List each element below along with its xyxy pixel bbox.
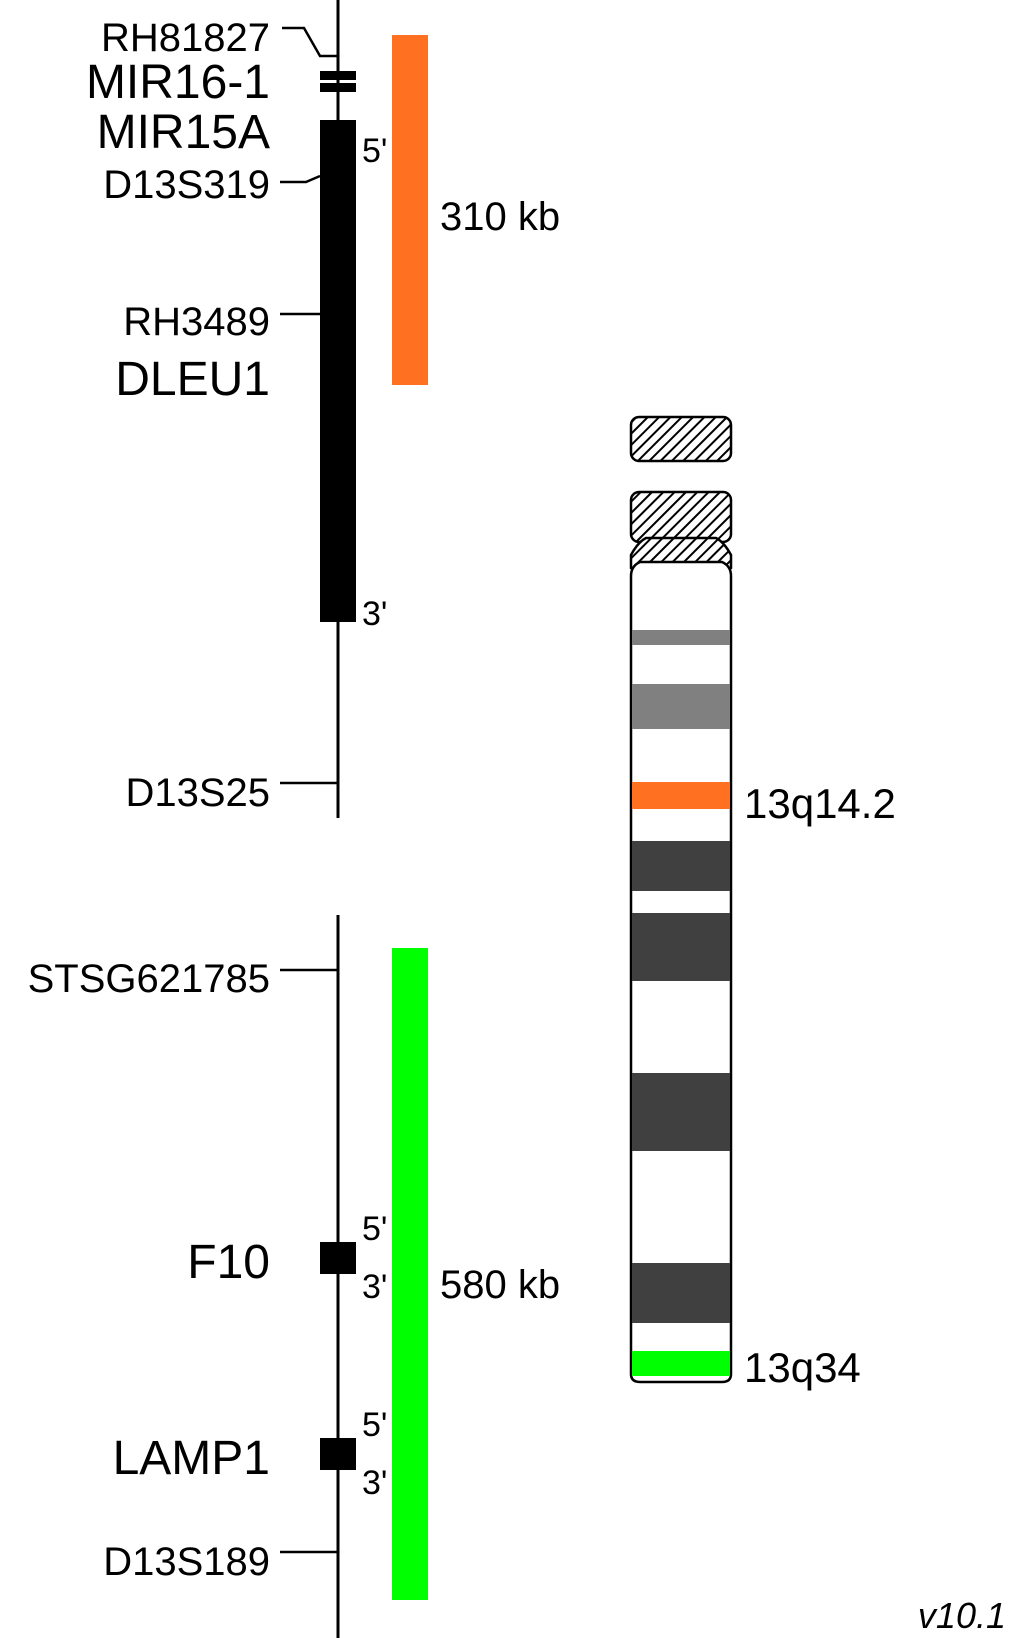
gene-lamp1-five-prime: 5' xyxy=(362,1406,387,1444)
marker-d13s319-tick xyxy=(280,174,321,184)
ideogram-band-q12 xyxy=(632,630,730,645)
gene-f10: F10 5' 3' xyxy=(187,1210,387,1306)
marker-rh81827-label: RH81827 xyxy=(101,16,270,60)
lower-locus: STSG621785 F10 5' 3' LAMP1 5' 3' D13S189… xyxy=(28,915,560,1638)
ideogram-q-arm xyxy=(629,560,733,1384)
gene-dleu1-label: DLEU1 xyxy=(115,353,270,406)
ideogram-band-13q14-2 xyxy=(632,782,730,809)
ideogram-band-q22 xyxy=(632,913,730,981)
marker-d13s25-label: D13S25 xyxy=(125,771,270,815)
probe-13q14-bar xyxy=(392,35,428,385)
marker-rh81827-tick xyxy=(282,26,338,58)
probe-13q14: 310 kb xyxy=(392,35,560,385)
ideogram-satellite xyxy=(629,415,733,463)
gene-mir16-1-block xyxy=(320,71,356,80)
gene-mir15a-dleu1: MIR15A 5' DLEU1 3' xyxy=(97,106,388,633)
gene-lamp1-block xyxy=(320,1438,356,1470)
gene-mir15a-label: MIR15A xyxy=(97,106,270,159)
gene-lamp1-three-prime: 3' xyxy=(362,1464,387,1502)
ideogram-band-q21 xyxy=(632,841,730,891)
ideogram-band-q33 xyxy=(632,1263,730,1323)
gene-f10-five-prime: 5' xyxy=(362,1210,387,1248)
upper-locus: RH81827 MIR16-1 MIR15A 5' DLEU1 3' D13S3… xyxy=(86,0,560,818)
marker-stsg621785-label: STSG621785 xyxy=(28,957,270,1001)
band-label-13q14-2: 13q14.2 xyxy=(744,780,896,827)
marker-d13s189: D13S189 xyxy=(103,1540,338,1584)
gene-lamp1: LAMP1 5' 3' xyxy=(113,1406,388,1502)
version-label: v10.1 xyxy=(918,1595,1006,1636)
marker-rh81827: RH81827 xyxy=(101,16,338,60)
gene-mir16-1-block-2 xyxy=(320,83,356,92)
gene-f10-three-prime: 3' xyxy=(362,1268,387,1306)
probe-13q34-size: 580 kb xyxy=(440,1263,560,1307)
ideogram-band-q31 xyxy=(632,1073,730,1151)
ideogram-p-arm xyxy=(629,490,733,544)
gene-f10-label: F10 xyxy=(187,1236,270,1289)
gene-mir15a-dleu1-block xyxy=(320,120,356,622)
probe-13q34: 580 kb xyxy=(392,948,560,1600)
gene-mir16-1: MIR16-1 xyxy=(86,56,356,109)
marker-d13s25: D13S25 xyxy=(125,771,338,815)
probe-13q14-size: 310 kb xyxy=(440,195,560,239)
marker-d13s189-label: D13S189 xyxy=(103,1540,270,1584)
marker-d13s319: D13S319 xyxy=(103,163,321,207)
band-label-13q34: 13q34 xyxy=(744,1344,861,1391)
probe-13q34-bar xyxy=(392,948,428,1600)
ideogram-band-q13 xyxy=(632,684,730,729)
gene-mir16-1-label: MIR16-1 xyxy=(86,56,270,109)
gene-mir15a-five-prime: 5' xyxy=(362,132,387,170)
marker-rh3489-label: RH3489 xyxy=(123,300,270,344)
chromosome-13-ideogram: 13q14.2 13q34 xyxy=(629,415,896,1391)
gene-dleu1-three-prime: 3' xyxy=(362,595,387,633)
ideogram-band-13q34 xyxy=(632,1351,730,1376)
gene-f10-block xyxy=(320,1242,356,1274)
gene-lamp1-label: LAMP1 xyxy=(113,1432,270,1485)
marker-stsg621785: STSG621785 xyxy=(28,957,338,1001)
marker-d13s319-label: D13S319 xyxy=(103,163,270,207)
marker-rh3489: RH3489 xyxy=(123,300,320,344)
